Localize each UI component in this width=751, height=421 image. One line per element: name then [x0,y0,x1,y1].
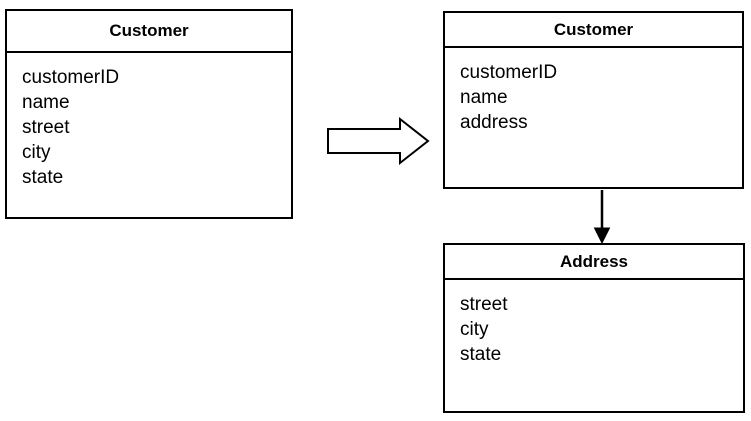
class-box-customer-after: Customer customerID name address [443,11,744,189]
attribute-city: city [22,142,51,163]
class-title-address: Address [445,245,743,280]
class-box-address: Address street city state [443,243,745,413]
attribute-customerid: customerID [22,67,120,88]
hollow-right-arrow-icon [327,116,430,166]
attribute-state: state [22,167,64,188]
attribute-name: name [460,87,508,108]
attribute-list-address: street city state [445,280,743,367]
filled-down-arrow-icon [593,190,611,245]
attribute-customerid: customerID [460,62,558,83]
attribute-street: street [22,117,70,138]
class-title-customer-after: Customer [445,13,742,48]
class-box-customer-before: Customer customerID name street city sta… [5,9,293,219]
attribute-city: city [460,319,489,340]
attribute-state: state [460,344,502,365]
attribute-list-customer-before: customerID name street city state [7,53,291,190]
attribute-list-customer-after: customerID name address [445,48,742,135]
class-title-customer-before: Customer [7,11,291,53]
attribute-street: street [460,294,508,315]
attribute-name: name [22,92,70,113]
attribute-address: address [460,112,528,133]
